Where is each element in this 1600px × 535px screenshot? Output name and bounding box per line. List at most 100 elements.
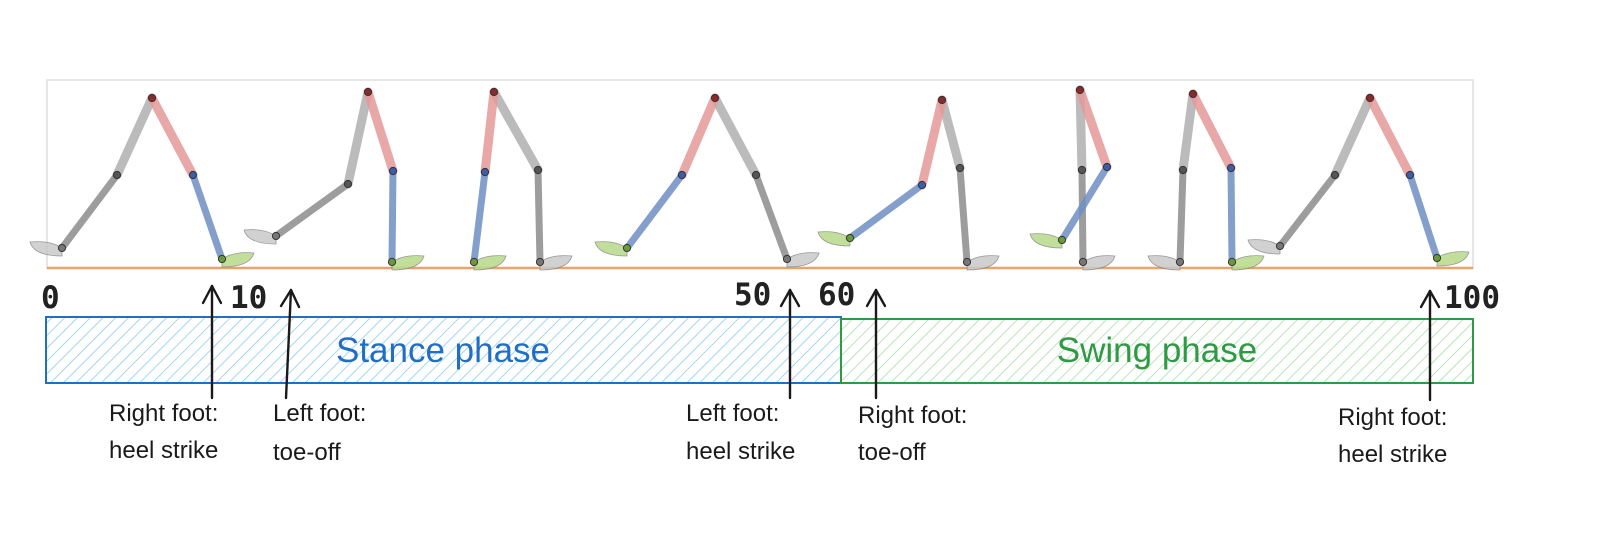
right-ankle-icon <box>845 233 855 243</box>
right-knee-icon <box>480 167 490 177</box>
left-shank-icon <box>1176 166 1187 266</box>
left-ankle-icon <box>1175 257 1185 267</box>
right-foot-icon <box>594 241 628 257</box>
left-foot-icon <box>243 229 277 245</box>
swing-phase-box <box>840 318 1474 384</box>
right-thigh-icon <box>1075 85 1112 172</box>
right-knee-icon <box>1226 163 1236 173</box>
right-foot-icon <box>817 231 851 247</box>
hip-joint-icon <box>147 93 157 103</box>
right-foot-icon <box>473 255 507 271</box>
right-thigh-icon <box>363 87 398 176</box>
right-foot-icon <box>1029 233 1063 249</box>
left-shank-icon <box>752 171 791 263</box>
hip-joint-icon <box>1188 89 1198 99</box>
left-shank-icon <box>272 180 352 240</box>
right-shank-icon <box>846 181 926 242</box>
tick-60: 60 <box>818 277 855 313</box>
hip-joint-icon <box>489 87 499 97</box>
left-foot-icon <box>539 255 573 271</box>
right-foot-icon <box>221 252 255 268</box>
arrow-left-toe-off <box>279 288 301 400</box>
percent-axis: 0 10 50 60 100 <box>41 277 1500 316</box>
right-foot-icon <box>1231 255 1265 271</box>
left-knee-icon <box>1178 165 1188 175</box>
left-ankle-icon <box>57 243 67 253</box>
arrow-right-toe-off <box>865 288 887 400</box>
left-ankle-icon <box>962 257 972 267</box>
left-thigh-icon <box>1330 93 1375 180</box>
event-arrows <box>201 284 1441 402</box>
stance-phase-label: Stance phase <box>336 331 550 370</box>
right-knee-icon <box>188 170 198 180</box>
left-foot-icon <box>1147 255 1181 271</box>
right-shank-icon <box>388 167 397 266</box>
arrow-right-heel-strike-end <box>1419 289 1441 402</box>
event-label-left-heel-strike-line2: heel strike <box>686 438 795 465</box>
event-label-right-heel-strike-end-line2: heel strike <box>1338 441 1447 468</box>
left-foot-icon <box>29 241 63 257</box>
left-foot-icon <box>786 252 820 268</box>
left-foot-icon <box>966 255 1000 271</box>
left-knee-icon <box>112 170 122 180</box>
left-ankle-icon <box>782 254 792 264</box>
left-ankle-icon <box>535 257 545 267</box>
left-thigh-icon <box>937 95 965 173</box>
right-ankle-icon <box>1057 235 1067 245</box>
right-ankle-icon <box>1227 257 1237 267</box>
right-shank-icon <box>1406 171 1441 262</box>
arrow-left-heel-strike <box>779 288 801 400</box>
left-ankle-icon <box>1275 241 1285 251</box>
hip-joint-icon <box>937 95 947 105</box>
left-knee-icon <box>533 165 543 175</box>
left-thigh-icon <box>1178 89 1198 175</box>
left-thigh-icon <box>112 93 157 180</box>
stance-phase-box <box>45 316 842 384</box>
tick-50: 50 <box>734 277 771 313</box>
right-ankle-icon <box>469 257 479 267</box>
event-label-left-heel-strike-line1: Left foot: <box>686 400 779 427</box>
right-thigh-icon <box>917 95 947 190</box>
arrow-right-heel-strike-start <box>201 284 223 400</box>
left-thigh-icon <box>489 87 543 175</box>
right-foot-icon <box>1436 251 1470 267</box>
left-shank-icon <box>1078 166 1087 266</box>
left-foot-icon <box>1082 255 1116 271</box>
hip-joint-icon <box>1075 85 1085 95</box>
right-shank-icon <box>470 168 489 266</box>
right-shank-icon <box>1227 164 1236 266</box>
left-thigh-icon <box>710 93 761 180</box>
right-ankle-icon <box>622 243 632 253</box>
right-shank-icon <box>189 171 226 263</box>
event-label-right-toe-off-line2: toe-off <box>858 439 926 466</box>
left-thigh-icon <box>343 87 373 189</box>
right-knee-icon <box>677 170 687 180</box>
right-knee-icon <box>917 180 927 190</box>
right-knee-icon <box>1405 170 1415 180</box>
tick-10: 10 <box>230 280 267 316</box>
swing-phase-bar: Swing phase <box>840 318 1474 384</box>
left-ankle-icon <box>271 231 281 241</box>
hip-joint-icon <box>363 87 373 97</box>
left-ankle-icon <box>1078 257 1088 267</box>
event-label-left-toe-off-line1: Left foot: <box>273 400 366 427</box>
left-knee-icon <box>955 163 965 173</box>
right-thigh-icon <box>1188 89 1236 173</box>
event-label-right-toe-off-line1: Right foot: <box>858 402 967 429</box>
left-knee-icon <box>343 179 353 189</box>
right-ankle-icon <box>1432 253 1442 263</box>
left-foot-icon <box>1247 239 1281 255</box>
right-knee-icon <box>388 166 398 176</box>
event-label-right-heel-strike-end-line1: Right foot: <box>1338 404 1447 431</box>
event-label-right-heel-strike-start-line1: Right foot: <box>109 400 218 427</box>
right-thigh-icon <box>480 87 499 177</box>
right-shank-icon <box>1058 163 1111 244</box>
right-shank-icon <box>623 171 686 252</box>
stance-phase-bar: Stance phase <box>45 316 842 384</box>
tick-100: 100 <box>1444 280 1500 316</box>
leg-pose-figures <box>29 85 1470 271</box>
right-knee-icon <box>1102 162 1112 172</box>
right-foot-icon <box>391 255 425 271</box>
tick-0: 0 <box>41 280 60 316</box>
